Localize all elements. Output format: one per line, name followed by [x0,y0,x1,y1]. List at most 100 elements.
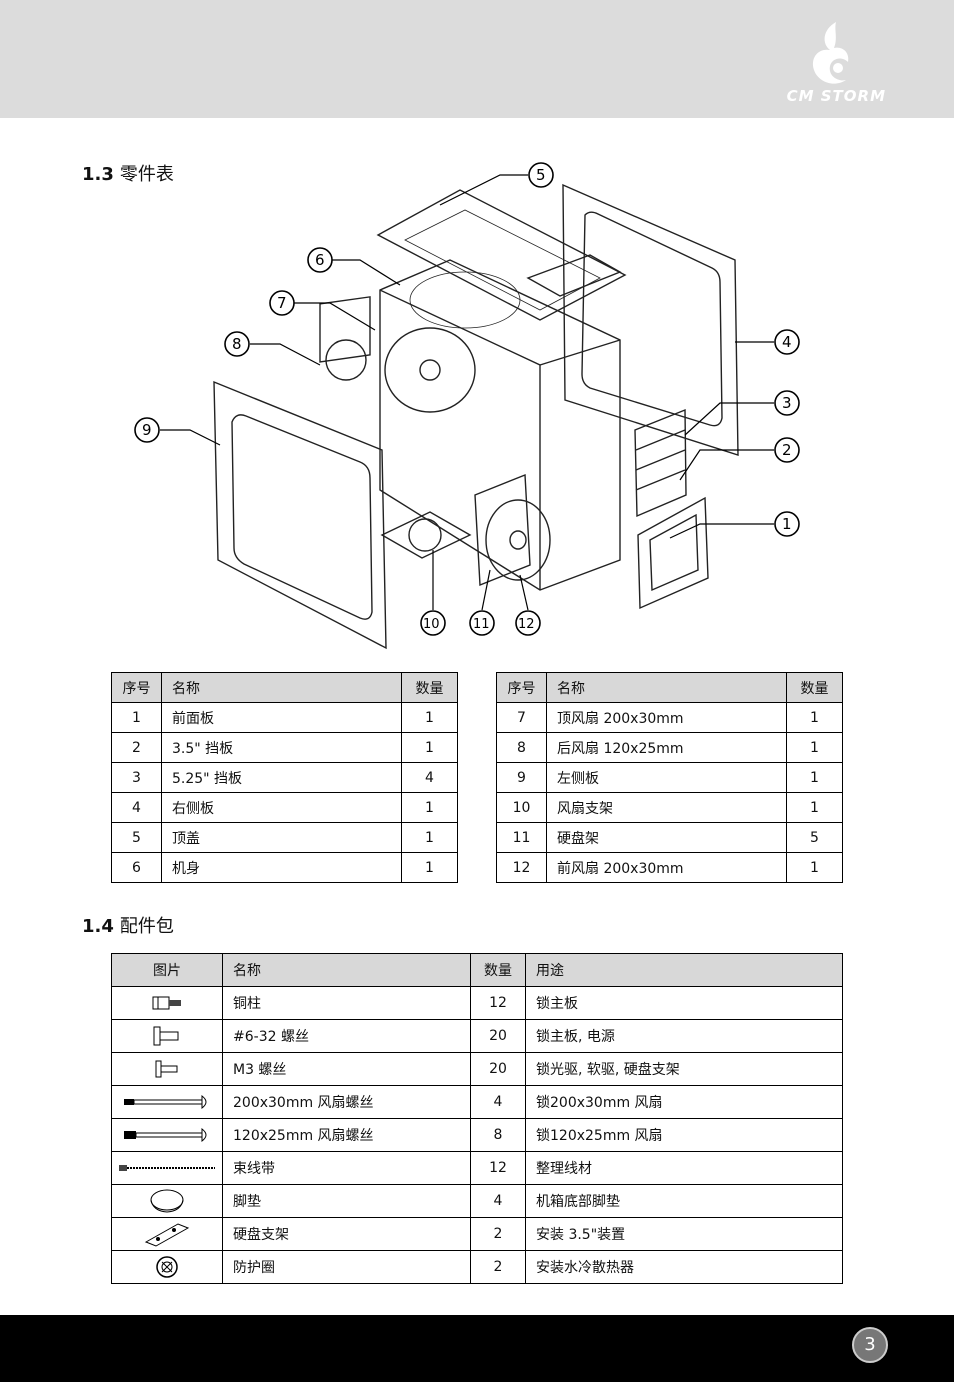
cell-name: 硬盘支架 [222,1217,471,1251]
cell-name: 右侧板 [161,792,402,823]
table-row: 120x25mm 风扇螺丝 8 锁120x25mm 风扇 [111,1118,843,1152]
header-qty: 数量 [786,672,843,703]
callout-11: 11 [473,617,490,632]
cell-qty: 1 [786,852,843,883]
table-row: 铜柱 12 锁主板 [111,986,843,1020]
callout-12: 12 [518,617,535,632]
hdd-bracket-icon [144,1223,190,1247]
cell-name: M3 螺丝 [222,1052,471,1086]
cell-qty: 12 [470,1151,526,1185]
brand-logo-text: CM STORM [786,87,886,105]
cell-use: 安装 3.5"装置 [525,1217,843,1251]
cm-storm-logo-icon [812,22,849,84]
cell-qty: 1 [401,822,458,853]
cell-name: 风扇支架 [546,792,787,823]
table-row: 200x30mm 风扇螺丝 4 锁200x30mm 风扇 [111,1085,843,1119]
callout-4: 4 [782,333,792,351]
section-heading: 零件表 [119,164,174,185]
cell-name: 200x30mm 风扇螺丝 [222,1085,471,1119]
grommet-icon [156,1256,178,1278]
cell-qty: 1 [786,702,843,733]
cell-use: 锁光驱, 软驱, 硬盘支架 [525,1052,843,1086]
callout-8: 8 [232,335,242,353]
header-name: 名称 [546,672,787,703]
cell-use: 整理线材 [525,1151,843,1185]
cell-qty: 1 [786,792,843,823]
callout-1: 1 [782,515,792,533]
cell-name: 硬盘架 [546,822,787,853]
header-no: 序号 [496,672,547,703]
standoff-icon [152,996,181,1010]
cell-name: 后风扇 120x25mm [546,732,787,763]
cell-no: 8 [496,732,547,763]
cell-qty: 2 [470,1250,526,1284]
cell-qty: 1 [401,792,458,823]
header-name: 名称 [161,672,402,703]
cell-qty: 1 [401,702,458,733]
page-footer [0,1315,954,1382]
cell-name: #6-32 螺丝 [222,1019,471,1053]
cell-qty: 4 [470,1184,526,1218]
cell-no: 1 [111,702,162,733]
cell-name: 5.25" 挡板 [161,762,402,793]
cell-qty: 8 [470,1118,526,1152]
fan-screw-icon [124,1127,207,1143]
cell-qty: 1 [401,852,458,883]
cell-name: 3.5" 挡板 [161,732,402,763]
table-row: 防护圈 2 安装水冷散热器 [111,1250,843,1284]
cell-name: 120x25mm 风扇螺丝 [222,1118,471,1152]
header-qty: 数量 [470,953,526,987]
page-header: CM STORM [0,0,954,118]
cell-qty: 12 [470,986,526,1020]
cell-no: 4 [111,792,162,823]
cell-no: 3 [111,762,162,793]
header-picture: 图片 [111,953,223,987]
cell-name: 脚垫 [222,1184,471,1218]
cell-no: 9 [496,762,547,793]
exploded-case-diagram: 1 2 3 4 5 6 7 8 9 10 11 12 [134,162,800,650]
cell-qty: 4 [401,762,458,793]
callout-6: 6 [315,251,325,269]
cell-no: 6 [111,852,162,883]
table-row: M3 螺丝 20 锁光驱, 软驱, 硬盘支架 [111,1052,843,1086]
callout-3: 3 [782,394,792,412]
cell-no: 7 [496,702,547,733]
cell-name: 左侧板 [546,762,787,793]
cell-name: 机身 [161,852,402,883]
cell-name: 防护圈 [222,1250,471,1284]
callout-10: 10 [423,617,440,632]
screw-m3-icon [155,1060,178,1078]
cell-qty: 4 [470,1085,526,1119]
callout-7: 7 [277,294,287,312]
cell-name: 前风扇 200x30mm [546,852,787,883]
cell-use: 锁120x25mm 风扇 [525,1118,843,1152]
table-row: #6-32 螺丝 20 锁主板, 电源 [111,1019,843,1053]
cell-no: 5 [111,822,162,853]
cell-no: 10 [496,792,547,823]
header-use: 用途 [525,953,843,987]
screw-6-32-icon [153,1026,179,1046]
cell-use: 机箱底部脚垫 [525,1184,843,1218]
cell-qty: 1 [786,762,843,793]
table-row: 硬盘支架 2 安装 3.5"装置 [111,1217,843,1251]
section-number: 1.4 [82,916,114,937]
cell-name: 顶盖 [161,822,402,853]
cell-no: 12 [496,852,547,883]
cell-name: 铜柱 [222,986,471,1020]
table-row: 脚垫 4 机箱底部脚垫 [111,1184,843,1218]
cell-qty: 20 [470,1019,526,1053]
accessories-table: 图片 名称 数量 用途 铜柱 12 锁主板 #6-32 螺丝 20 锁主板, 电… [111,953,843,1284]
header-name: 名称 [222,953,471,987]
cell-qty: 5 [786,822,843,853]
